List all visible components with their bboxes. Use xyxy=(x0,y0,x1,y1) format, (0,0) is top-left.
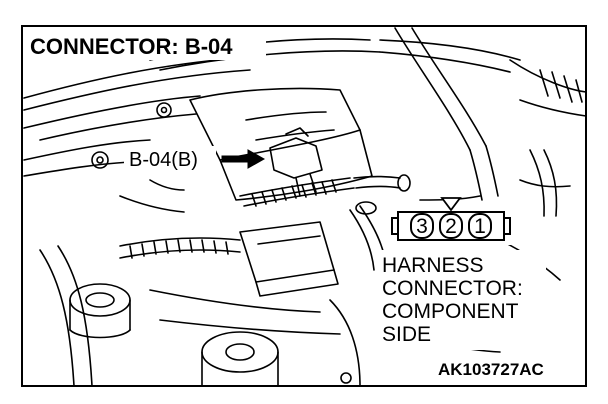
pin-1-label: 1 xyxy=(474,215,486,238)
connector-callout-label: B-04(B) xyxy=(129,149,198,171)
connector-title: CONNECTOR: B-04 xyxy=(30,34,233,59)
harness-caption-line: CONNECTOR: xyxy=(382,277,523,300)
figure-frame xyxy=(21,25,587,387)
harness-caption-line: HARNESS xyxy=(382,254,484,277)
figure-code: AK103727AC xyxy=(438,360,544,379)
harness-caption-line: COMPONENT xyxy=(382,300,519,323)
pin-3-label: 3 xyxy=(416,215,428,238)
callout-arrow-icon xyxy=(221,149,266,169)
harness-caption-line: SIDE xyxy=(382,323,432,346)
harness-caption: HARNESS CONNECTOR: COMPONENT SIDE xyxy=(382,254,523,346)
connector-symbol xyxy=(391,211,511,241)
connector-key-icon xyxy=(440,197,462,212)
pin-2-label: 2 xyxy=(445,215,457,238)
